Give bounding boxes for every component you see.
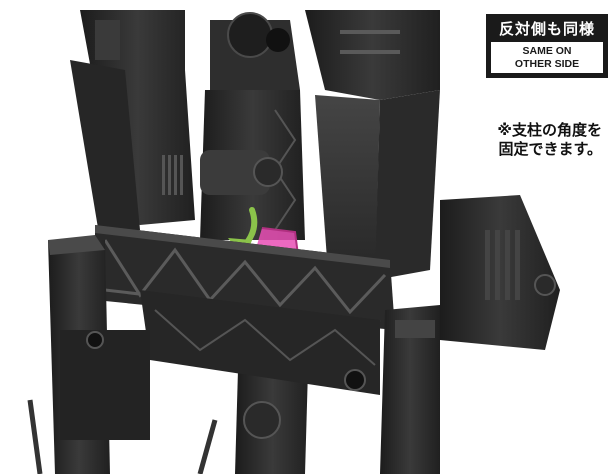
angle-fix-note: ※支柱の角度を 固定できます。 bbox=[452, 121, 602, 159]
same-on-other-side-badge: 反対側も同様 SAME ON OTHER SIDE bbox=[486, 14, 608, 78]
badge-title: 反対側も同様 bbox=[498, 20, 595, 38]
left-rear-pillar bbox=[70, 10, 195, 240]
badge-subtitle: SAME ON OTHER SIDE bbox=[491, 42, 603, 73]
right-rear-pillar bbox=[305, 10, 440, 300]
note-line-2: 固定できます。 bbox=[498, 140, 602, 158]
note-line-1: ※支柱の角度を bbox=[497, 121, 602, 139]
right-front-pillar bbox=[344, 305, 440, 474]
badge-subtitle-line2: OTHER SIDE bbox=[514, 58, 580, 70]
side-bracket bbox=[440, 195, 560, 350]
badge-subtitle-line1: SAME ON bbox=[522, 45, 572, 57]
left-front-pillar bbox=[27, 235, 218, 474]
truss-crossbeam bbox=[95, 225, 395, 395]
